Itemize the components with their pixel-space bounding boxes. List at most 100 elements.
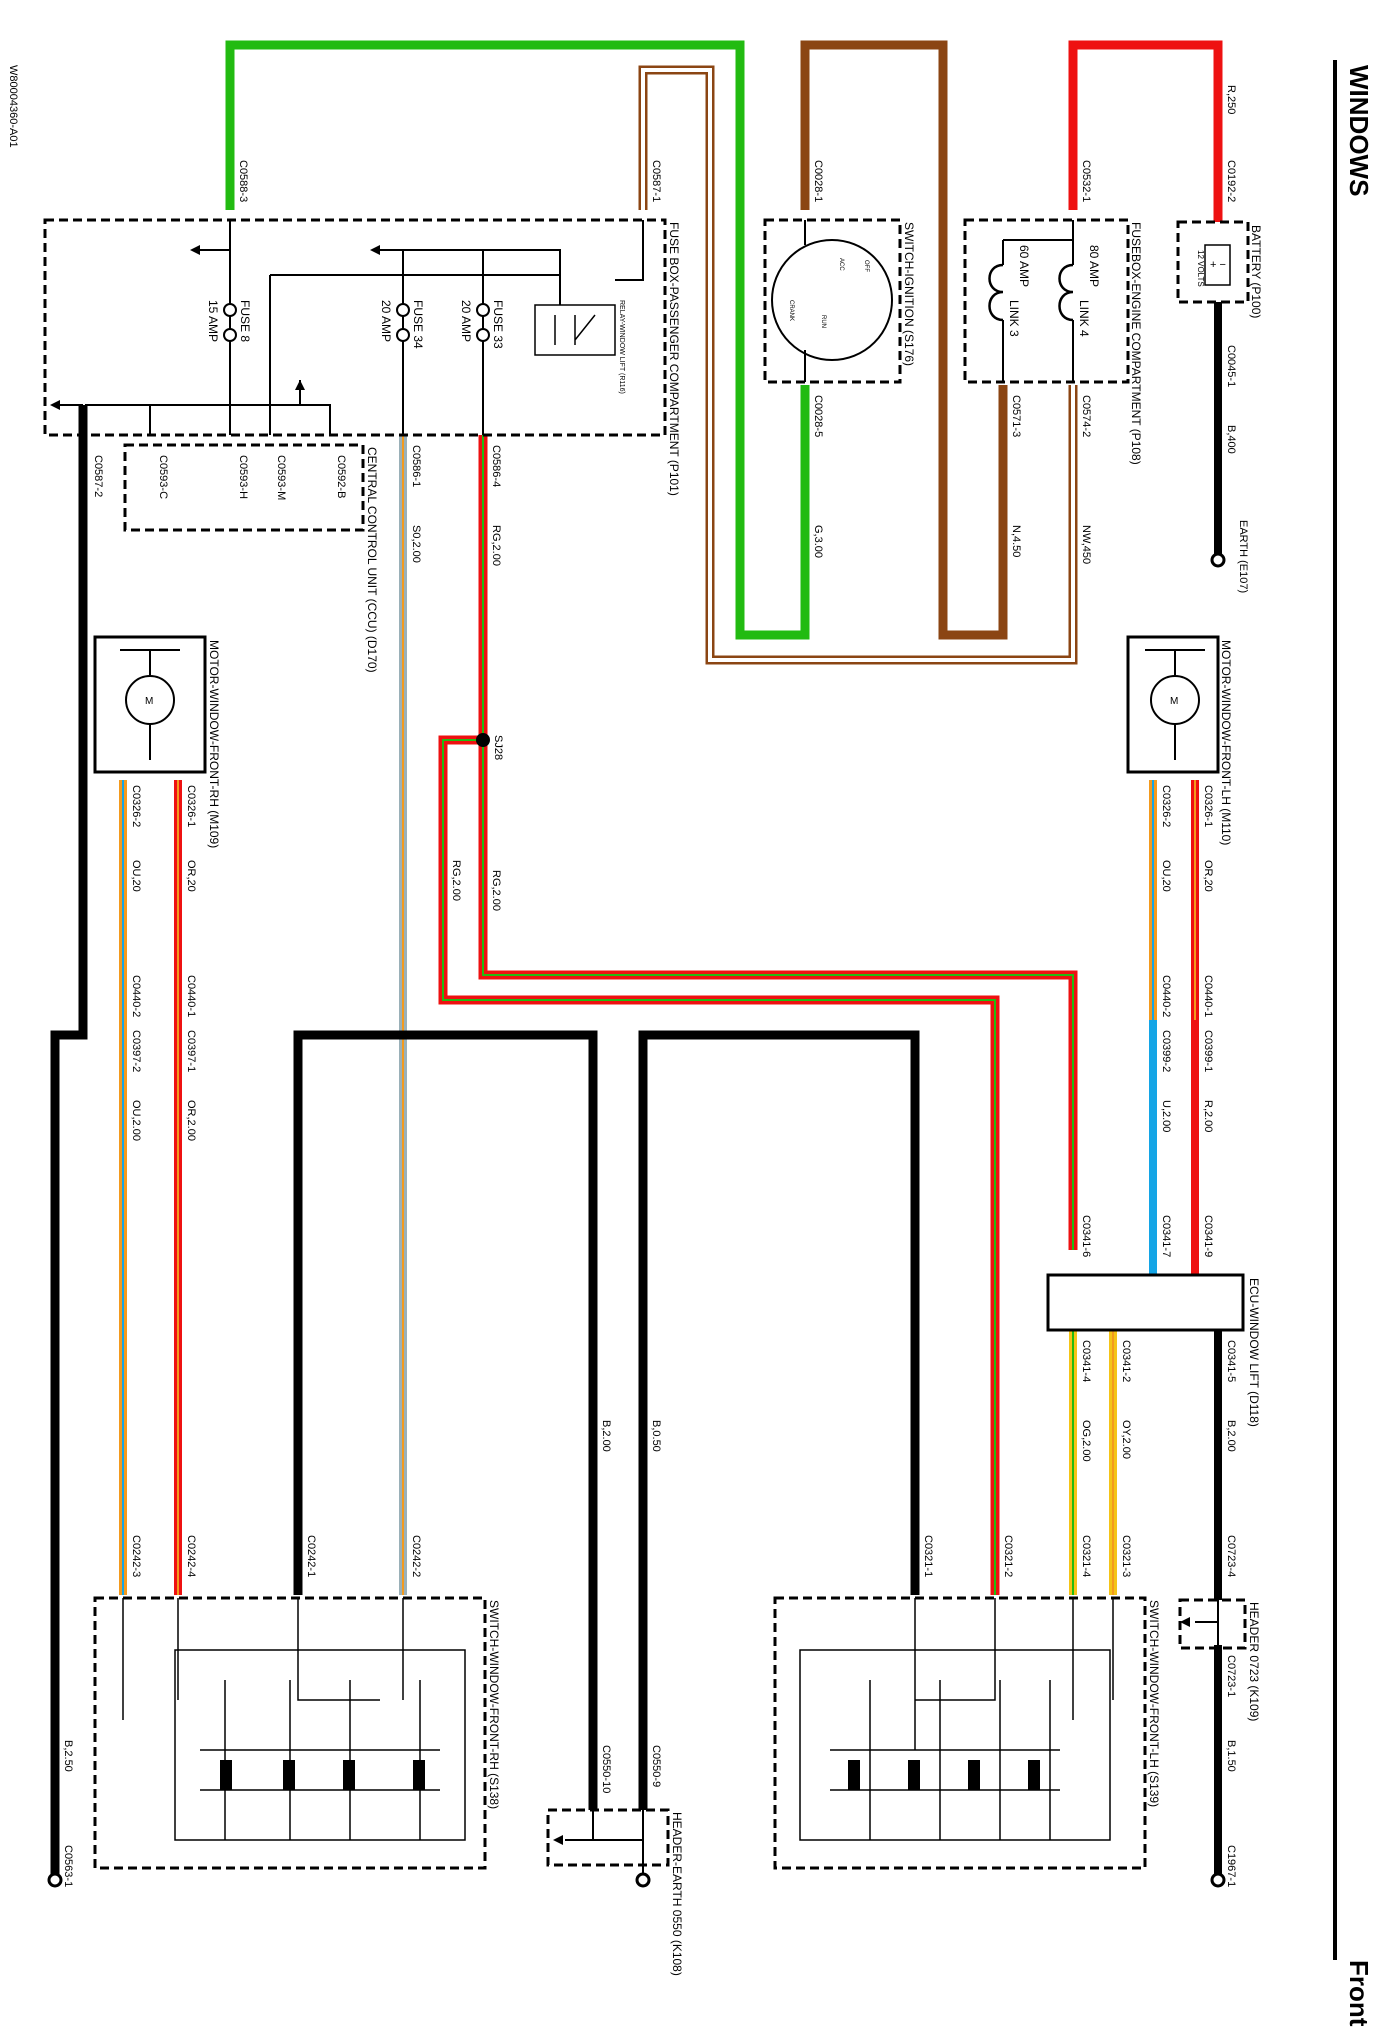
wire-red-battery <box>1068 40 1223 225</box>
earth-e107-symbol <box>1210 552 1226 568</box>
internal-bus <box>60 220 644 435</box>
conn-c0571-3: C0571-3 <box>1010 395 1022 437</box>
wire-rg-ecu-stripe <box>482 740 1074 1250</box>
battery-volts: 12 VOLTS <box>1196 250 1205 287</box>
motor-lh-label: MOTOR-WINDOW-FRONT-LH (M110) <box>1219 640 1233 845</box>
conn-c0587-2: C0587-2 <box>92 455 104 497</box>
arrow-1 <box>370 245 380 255</box>
switch-lh-coil-3 <box>968 1760 980 1790</box>
wire-label-u200: U,2.00 <box>1160 1100 1172 1132</box>
switch-lh-internals <box>830 1598 1114 1840</box>
fusebox-engine: LINK 4 80 AMP LINK 3 60 AMP FUSEBOX-ENGI… <box>963 218 1143 465</box>
arrow-2 <box>190 245 200 255</box>
conn-c0341-6: C0341-6 <box>1080 1215 1092 1257</box>
splice-sj28 <box>476 733 490 747</box>
motor-rh-label: MOTOR-WINDOW-FRONT-RH (M109) <box>207 640 221 848</box>
ign-pos-run: RUN <box>820 315 826 328</box>
wire-layer <box>50 40 1223 1875</box>
earth-e107-label: EARTH (E107) <box>1237 520 1249 593</box>
conn-c0028-1: C0028-1 <box>812 160 824 202</box>
switch-rh-coil-2 <box>283 1760 295 1790</box>
wire-code-labels: R,250 B,400 NW,450 N,4.50 G,3.00 RG,2.00… <box>62 85 1237 1772</box>
conn-c0593-h: C0593-H <box>237 455 249 499</box>
link4-label: LINK 4 <box>1077 300 1091 337</box>
fuse34-rating: 20 AMP <box>379 300 393 342</box>
wire-label-b200-ecu: B,2.00 <box>1225 1420 1237 1452</box>
conn-c0341-2: C0341-2 <box>1120 1340 1132 1382</box>
header-0723-arrow <box>1180 1617 1190 1627</box>
wire-label-oy200: OY,2.00 <box>1120 1420 1132 1459</box>
fuse33-label: FUSE 33 <box>491 300 505 349</box>
ignition-switch: OFF ACC RUN CRANK SWITCH-IGNITION (S176) <box>763 218 916 384</box>
wire-label-b150: B,1.50 <box>1225 1740 1237 1772</box>
switch-window-rh: SWITCH-WINDOW-FRONT-RH (S138) <box>93 1596 501 1870</box>
conn-c0192-2: C0192-2 <box>1225 160 1237 202</box>
earth-c0563 <box>47 1872 63 1888</box>
wire-b-switch-rh-earth <box>293 1030 598 1810</box>
conn-c0532-1: C0532-1 <box>1080 160 1092 202</box>
wire-label-r250: R,250 <box>1225 85 1237 114</box>
conn-c0341-4: C0341-4 <box>1080 1340 1092 1382</box>
wire-brown-link3 <box>800 40 1008 640</box>
conn-c0440-2-rh: C0440-2 <box>130 975 142 1017</box>
ccu-label: CENTRAL CONTROL UNIT (CCU) (D170) <box>365 447 379 673</box>
fuse8-rating: 15 AMP <box>206 300 220 342</box>
conn-c0028-5: C0028-5 <box>812 395 824 437</box>
arrow-4 <box>50 400 60 410</box>
wire-rg-ecu <box>478 740 1078 1250</box>
wire-nw-link4-inner <box>641 68 1075 662</box>
relay-label: RELAY-WINDOW LIFT (R116) <box>618 300 625 394</box>
header-0723-label: HEADER 0723 (K109) <box>1247 1602 1261 1721</box>
conn-c0045-1: C0045-1 <box>1225 345 1237 387</box>
wire-black-c0587-2 <box>50 405 88 1875</box>
wire-label-rg200-b: RG,2.00 <box>490 870 502 911</box>
conn-c0586-1: C0586-1 <box>410 445 422 487</box>
wire-green-ignition <box>225 40 810 640</box>
link4-symbol <box>1058 263 1074 322</box>
fusebox-passenger-label: FUSE BOX-PASSENGER COMPARTMENT (P101) <box>667 222 681 496</box>
conn-c0242-4: C0242-4 <box>185 1535 197 1577</box>
ecu-window-lift: ECU-WINDOW LIFT (D118) <box>1046 1273 1261 1427</box>
conn-c0440-1-rh: C0440-1 <box>185 975 197 1017</box>
ccu: CENTRAL CONTROL UNIT (CCU) (D170) <box>123 443 379 673</box>
wire-label-g300: G,3.00 <box>812 525 824 558</box>
conn-c0242-2: C0242-2 <box>410 1535 422 1577</box>
conn-c0326-2-rh: C0326-2 <box>130 785 142 827</box>
header-0723: HEADER 0723 (K109) <box>1178 1598 1261 1721</box>
switch-lh-label: SWITCH-WINDOW-FRONT-LH (S139) <box>1147 1600 1161 1807</box>
wire-label-ou20-rh: OU,20 <box>130 860 142 892</box>
wire-b-switch-lh-earth <box>638 1030 920 1810</box>
switch-lh-coil-4 <box>1028 1760 1040 1790</box>
motor-rh-symbol: M <box>145 696 153 707</box>
fusebox-engine-label: FUSEBOX-ENGINE COMPARTMENT (P108) <box>1129 222 1143 465</box>
conn-c0563-1: C0563-1 <box>62 1845 74 1887</box>
conn-c0399-2: C0399-2 <box>1160 1030 1172 1072</box>
switch-rh-label: SWITCH-WINDOW-FRONT-RH (S138) <box>487 1600 501 1809</box>
link3-symbol <box>988 263 1004 322</box>
switch-rh-coil-3 <box>343 1760 355 1790</box>
conn-c0593-m: C0593-M <box>275 455 287 500</box>
switch-lh-coil-2 <box>908 1760 920 1790</box>
header-earth-arrow <box>553 1835 563 1845</box>
wire-label-b400: B,400 <box>1225 425 1237 454</box>
battery-symbol: + − <box>1210 259 1226 271</box>
relay-contacts <box>554 314 596 345</box>
wire-label-b050: B,0.50 <box>650 1420 662 1452</box>
switch-rh-internals <box>122 1598 440 1840</box>
battery: + − 12 VOLTS BATTERY (P100) <box>1176 220 1263 318</box>
conn-c0550-10: C0550-10 <box>600 1745 612 1793</box>
fusebox-passenger: RELAY-WINDOW LIFT (R116) FUSE 33 20 AMP … <box>43 218 681 496</box>
wire-label-rg200-a: RG,2.00 <box>490 525 502 566</box>
conn-c0321-2: C0321-2 <box>1002 1535 1014 1577</box>
ignition-label: SWITCH-IGNITION (S176) <box>902 222 916 366</box>
conn-c0326-1-lh: C0326-1 <box>1202 785 1214 827</box>
fuse33-rating: 20 AMP <box>459 300 473 342</box>
fuse8-label: FUSE 8 <box>238 300 252 342</box>
conn-c0588-3: C0588-3 <box>237 160 249 202</box>
ref-code: W80004360-A01 <box>7 65 19 148</box>
conn-c0550-9: C0550-9 <box>650 1745 662 1787</box>
wire-label-r200: R,2.00 <box>1202 1100 1214 1132</box>
conn-c0440-2-lh: C0440-2 <box>1160 975 1172 1017</box>
wire-label-rg200-c: RG,2.00 <box>450 860 462 901</box>
